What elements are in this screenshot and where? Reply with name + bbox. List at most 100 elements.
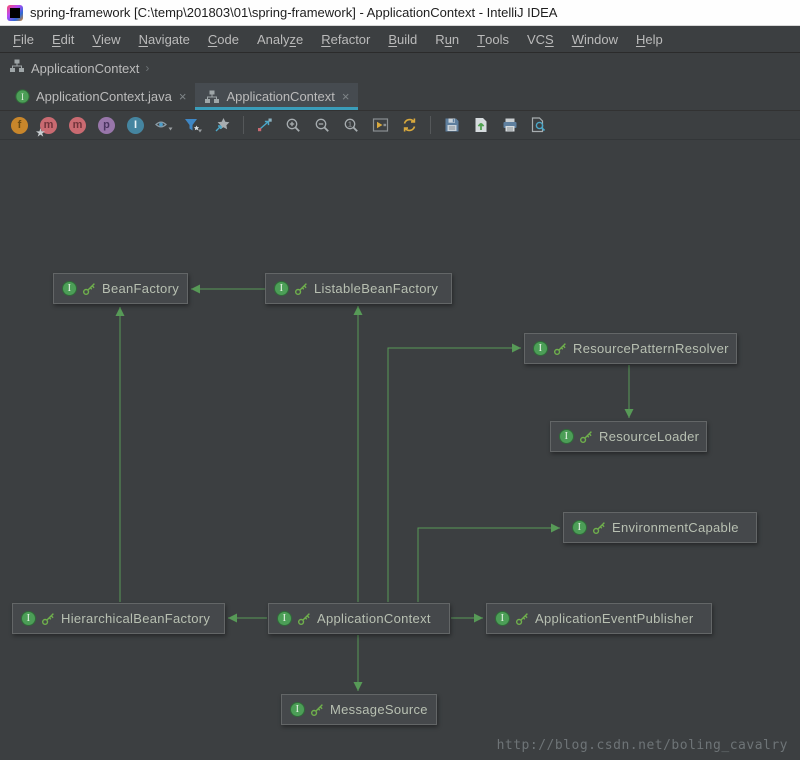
edge-listablebeanfactory-to-beanfactory [191, 284, 265, 294]
diagram-node-hierarchicalbeanfactory[interactable]: I HierarchicalBeanFactory [12, 603, 225, 634]
breadcrumb: ApplicationContext › [0, 53, 800, 83]
svg-text:1: 1 [348, 119, 352, 128]
close-icon[interactable]: × [178, 89, 187, 104]
methods-icon[interactable]: m [64, 113, 91, 137]
diagram-node-resourceloader[interactable]: I ResourceLoader [550, 421, 707, 452]
preview-icon[interactable] [525, 113, 552, 137]
edge-applicationcontext-to-applicationeventpublisher [451, 613, 483, 623]
tab-label: ApplicationContext [226, 89, 335, 104]
properties-icon[interactable]: p [93, 113, 120, 137]
diagram-node-environmentcapable[interactable]: I EnvironmentCapable [563, 512, 757, 543]
visibility-level-icon[interactable] [151, 113, 178, 137]
fields-icon[interactable]: f [6, 113, 33, 137]
breadcrumb-item-applicationcontext[interactable]: ApplicationContext [31, 60, 140, 76]
key-icon [310, 702, 325, 717]
intellij-logo-icon [7, 4, 23, 21]
edge-applicationcontext-to-messagesource [353, 635, 363, 691]
toolbar-separator [430, 116, 431, 134]
svg-text:I: I [21, 92, 24, 102]
interface-icon: I [495, 611, 510, 626]
diagram-node-applicationeventpublisher[interactable]: I ApplicationEventPublisher [486, 603, 712, 634]
node-label: ApplicationEventPublisher [535, 611, 694, 626]
node-label: HierarchicalBeanFactory [61, 611, 211, 626]
node-label: ListableBeanFactory [314, 281, 439, 296]
diagram-node-applicationcontext[interactable]: I ApplicationContext [268, 603, 450, 634]
edge-applicationcontext-to-listablebeanfactory [353, 306, 363, 602]
diagram-canvas[interactable]: http://blog.csdn.net/boling_cavalry I Bea… [0, 140, 800, 760]
diagram-edges [115, 284, 634, 691]
interface-icon: I [21, 611, 36, 626]
key-icon [515, 611, 530, 626]
edge-applicationcontext-to-resourcepatternresolver [387, 343, 521, 602]
zoom-in-icon[interactable] [280, 113, 307, 137]
edge-applicationcontext-to-hierarchicalbeanfactory [228, 613, 267, 623]
constructors-icon[interactable]: m★ [35, 113, 62, 139]
route-edges-icon[interactable] [251, 113, 278, 137]
key-icon [297, 611, 312, 626]
hierarchy-icon [9, 58, 25, 79]
save-icon[interactable] [438, 113, 465, 137]
node-label: ApplicationContext [317, 611, 431, 626]
tab-applicationcontext[interactable]: ApplicationContext × [195, 83, 359, 110]
star-badge: ★ [36, 127, 45, 139]
interface-icon: I [62, 281, 77, 296]
edge-hierarchicalbeanfactory-to-beanfactory [115, 307, 125, 602]
toolbar-separator [243, 116, 244, 134]
edge-resourcepatternresolver-to-resourceloader [624, 365, 634, 418]
zoom-out-icon[interactable] [309, 113, 336, 137]
export-image-icon[interactable] [467, 113, 494, 137]
tab-applicationcontext-java[interactable]: I ApplicationContext.java × [6, 83, 195, 110]
node-label: BeanFactory [102, 281, 180, 296]
interface-icon: I [277, 611, 292, 626]
interface-icon: I [572, 520, 587, 535]
interface-icon: I [274, 281, 289, 296]
edge-applicationcontext-to-environmentcapable [417, 523, 560, 602]
watermark-text: http://blog.csdn.net/boling_cavalry [496, 738, 788, 753]
window-title: spring-framework [C:\temp\201803\01\spri… [30, 5, 558, 20]
key-icon [579, 429, 594, 444]
diagram-node-listablebeanfactory[interactable]: I ListableBeanFactory [265, 273, 452, 304]
diagram-node-messagesource[interactable]: I MessageSource [281, 694, 437, 725]
key-icon [82, 281, 97, 296]
print-icon[interactable] [496, 113, 523, 137]
key-icon [41, 611, 56, 626]
scope-filter-icon[interactable] [180, 113, 207, 137]
refresh-layout-icon[interactable] [396, 113, 423, 137]
diagram-node-beanfactory[interactable]: I BeanFactory [53, 273, 188, 304]
actual-size-icon[interactable]: 1 [338, 113, 365, 137]
node-label: ResourceLoader [599, 429, 700, 444]
interface-icon: I [559, 429, 574, 444]
key-icon [592, 520, 607, 535]
interface-icon: I [15, 89, 30, 104]
window-title-bar: spring-framework [C:\temp\201803\01\spri… [0, 0, 800, 26]
apply-layout-icon[interactable] [209, 113, 236, 137]
fit-content-icon[interactable] [367, 113, 394, 137]
tab-label: ApplicationContext.java [36, 89, 172, 104]
inner-classes-icon[interactable]: I [122, 113, 149, 137]
chevron-right-icon: › [145, 61, 150, 75]
node-label: EnvironmentCapable [612, 520, 739, 535]
node-label: MessageSource [330, 702, 428, 717]
interface-icon: I [290, 702, 305, 717]
diagram-icon [204, 89, 220, 105]
close-icon[interactable]: × [341, 89, 350, 104]
interface-icon: I [533, 341, 548, 356]
key-icon [553, 341, 568, 356]
